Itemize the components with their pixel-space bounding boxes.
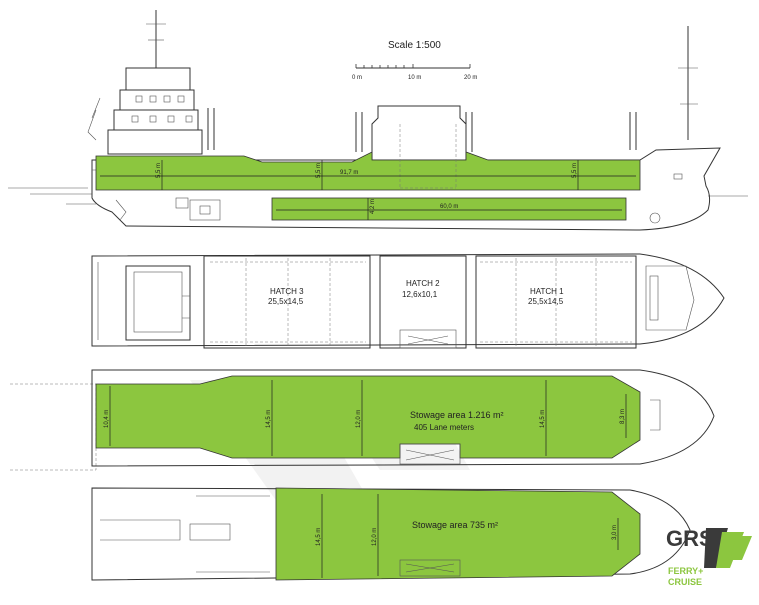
scale-tick-20: 20 m — [464, 75, 477, 81]
tweendeck-dim-3: 12,0 m — [356, 410, 362, 428]
hatch-3-cover — [203, 255, 371, 349]
tweendeck-plan: 10,4 m 14,5 m 12,0 m 14,5 m 8,3 m Stowag… — [10, 369, 715, 471]
hold-height-right: 5,5 m — [572, 163, 578, 178]
hold-height-left: 5,5 m — [156, 163, 162, 178]
tweendeck-dim-4: 14,5 m — [540, 410, 546, 428]
tweendeck-stowage — [95, 375, 641, 459]
hold-length: 91,7 m — [340, 170, 358, 176]
hatch-2-cover — [379, 255, 467, 349]
hatch-2-size: 12,6x10,1 — [402, 290, 438, 299]
hatch-1-name: HATCH 1 — [530, 287, 564, 296]
masts — [207, 26, 698, 152]
tweendeck-dim-1: 10,4 m — [104, 410, 110, 428]
scale-bar: Scale 1:500 0 m 10 m 20 m — [352, 40, 477, 81]
tweendeck-dim-5: 8,3 m — [620, 409, 626, 424]
hatch-2-name: HATCH 2 — [406, 279, 440, 288]
hatch-3-name: HATCH 3 — [270, 287, 304, 296]
upper-hold — [95, 151, 641, 191]
side-profile: 5,5 m 5,5 m 5,5 m 91,7 m 4,2 m 60,0 m — [8, 10, 748, 231]
tanktop-dim-1: 14,5 m — [316, 528, 322, 546]
lower-hold — [271, 197, 627, 221]
tweendeck-dim-2: 14,5 m — [266, 410, 272, 428]
scale-tick-10: 10 m — [408, 75, 421, 81]
hatch-3-size: 25,5x14,5 — [268, 297, 304, 306]
logo-line2: CRUISE — [668, 577, 702, 587]
superstructure — [87, 10, 203, 155]
deck-plan: HATCH 3 25,5x14,5 HATCH 2 12,6x10,1 HATC… — [91, 253, 725, 349]
tanktop-dim-3: 3,0 m — [612, 525, 618, 540]
scale-title: Scale 1:500 — [388, 40, 441, 51]
tweendeck-lane-label: 405 Lane meters — [414, 423, 474, 432]
hold-height-mid: 5,5 m — [316, 163, 322, 178]
lower-height: 4,2 m — [370, 199, 376, 214]
hatch-1-cover — [475, 255, 637, 349]
grs-logo: GRS FERRY+ CRUISE — [666, 526, 752, 587]
tanktop-plan: 14,5 m 12,0 m 3,0 m Stowage area 735 m² — [91, 487, 691, 581]
hatch-1-size: 25,5x14,5 — [528, 297, 564, 306]
scale-tick-0: 0 m — [352, 75, 362, 81]
tweendeck-stowage-label: Stowage area 1.216 m² — [410, 410, 504, 420]
tanktop-stowage-label: Stowage area 735 m² — [412, 520, 498, 530]
tanktop-stowage — [275, 487, 641, 581]
lower-length: 60,0 m — [440, 204, 458, 210]
logo-line1: FERRY+ — [668, 566, 703, 576]
tanktop-dim-2: 12,0 m — [372, 528, 378, 546]
